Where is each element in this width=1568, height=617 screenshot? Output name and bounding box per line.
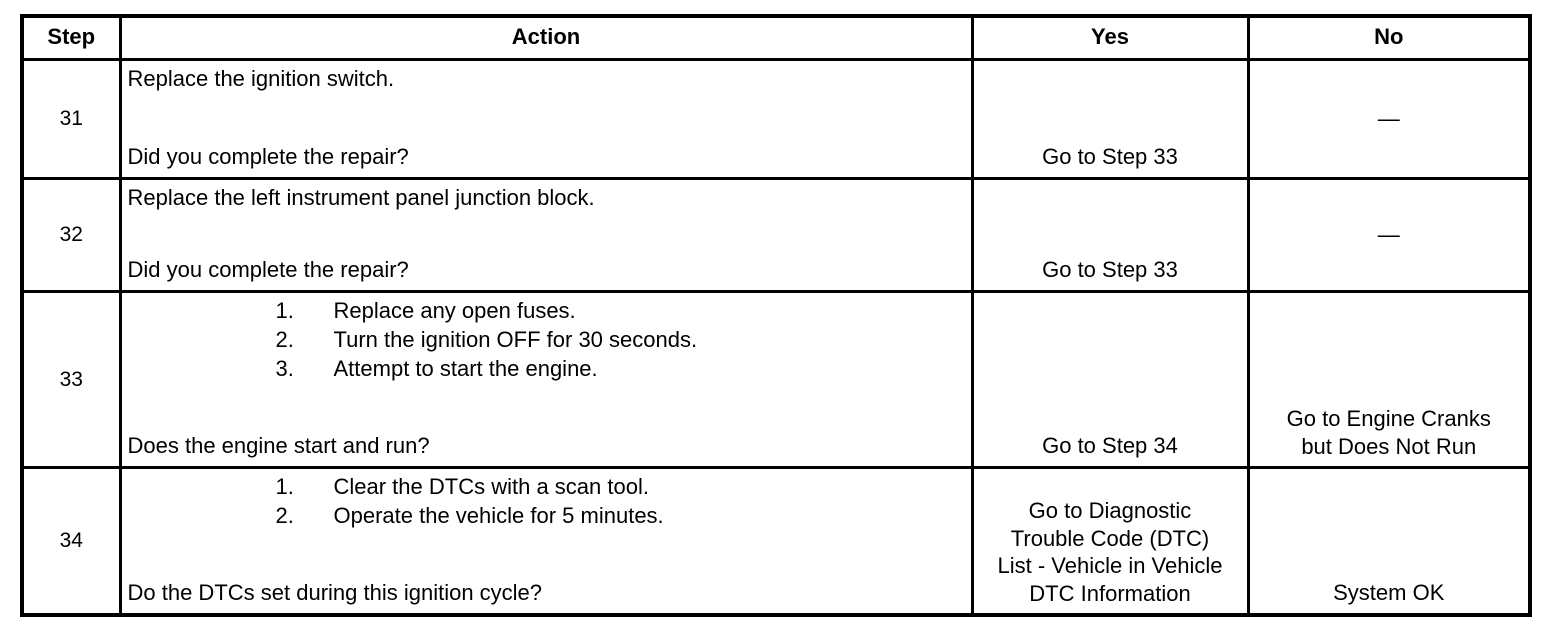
yes-result-line: List - Vehicle in Vehicle: [997, 553, 1223, 578]
action-step-list: 1. Replace any open fuses. 2. Turn the i…: [128, 298, 965, 384]
action-question-text: Did you complete the repair?: [127, 257, 409, 283]
yes-result-cell: Go to Diagnostic Trouble Code (DTC) List…: [970, 466, 1250, 617]
action-spacer: [128, 212, 965, 257]
document-page: Step Action Yes No 31 Replace the igniti…: [20, 14, 1532, 617]
action-lead-text: Replace the ignition switch.: [127, 66, 395, 91]
yes-result-line: DTC Information: [1029, 580, 1191, 606]
column-header-yes: Yes: [970, 14, 1250, 61]
action-spacer: [128, 384, 965, 433]
step-number: 34: [20, 466, 122, 617]
list-item: 1. Clear the DTCs with a scan tool.: [128, 474, 965, 501]
table-row: 33 1. Replace any open fuses. 2. Turn th…: [20, 290, 1532, 469]
yes-result-line: Go to Diagnostic: [1028, 498, 1192, 523]
list-item-text: Turn the ignition OFF for 30 seconds.: [333, 326, 698, 352]
diagnostic-table: Step Action Yes No 31 Replace the igniti…: [20, 14, 1532, 617]
action-spacer: [128, 93, 965, 144]
yes-result-cell: Go to Step 33: [970, 58, 1250, 180]
column-header-step: Step: [20, 14, 122, 61]
step-number: 32: [20, 177, 122, 293]
list-item-number: 2.: [275, 502, 294, 528]
table-row: 32 Replace the left instrument panel jun…: [20, 177, 1532, 293]
action-cell: 1. Clear the DTCs with a scan tool. 2. O…: [118, 466, 974, 617]
table-row: 34 1. Clear the DTCs with a scan tool. 2…: [20, 466, 1532, 617]
list-item-text: Attempt to start the engine.: [333, 355, 598, 381]
list-item: 3. Attempt to start the engine.: [128, 356, 965, 383]
no-result-cell: —: [1246, 177, 1532, 293]
list-item-number: 3.: [275, 355, 294, 381]
list-item-text: Replace any open fuses.: [333, 298, 576, 323]
action-question-text: Did you complete the repair?: [127, 144, 409, 170]
step-number: 31: [20, 58, 122, 180]
table-body: 31 Replace the ignition switch. Did you …: [20, 58, 1532, 617]
column-header-no: No: [1246, 14, 1532, 61]
list-item-number: 1.: [275, 474, 294, 499]
list-item-text: Clear the DTCs with a scan tool.: [333, 474, 649, 499]
action-cell: Replace the left instrument panel juncti…: [118, 177, 974, 293]
action-question-text: Do the DTCs set during this ignition cyc…: [127, 580, 543, 606]
list-item: 2. Operate the vehicle for 5 minutes.: [128, 503, 965, 530]
yes-result-cell: Go to Step 34: [970, 290, 1250, 469]
no-result-cell: Go to Engine Cranks but Does Not Run: [1246, 290, 1532, 469]
action-question-text: Does the engine start and run?: [127, 433, 430, 459]
no-result-line: but Does Not Run: [1301, 433, 1477, 459]
no-result-cell: —: [1246, 58, 1532, 180]
table-header-row: Step Action Yes No: [20, 14, 1532, 61]
no-result-line: Go to Engine Cranks: [1286, 406, 1491, 431]
table-header: Step Action Yes No: [20, 14, 1532, 61]
action-spacer: [128, 532, 965, 581]
list-item-number: 1.: [275, 298, 294, 323]
em-dash-icon: —: [1377, 105, 1400, 131]
column-header-action: Action: [118, 14, 974, 61]
action-lead-text: Replace the left instrument panel juncti…: [127, 185, 595, 210]
action-step-list: 1. Clear the DTCs with a scan tool. 2. O…: [128, 474, 965, 532]
list-item: 1. Replace any open fuses.: [128, 298, 965, 325]
action-cell: Replace the ignition switch. Did you com…: [118, 58, 974, 180]
action-cell: 1. Replace any open fuses. 2. Turn the i…: [118, 290, 974, 469]
list-item: 2. Turn the ignition OFF for 30 seconds.: [128, 327, 965, 354]
em-dash-icon: —: [1377, 221, 1400, 247]
list-item-number: 2.: [275, 326, 294, 352]
table-row: 31 Replace the ignition switch. Did you …: [20, 58, 1532, 180]
no-result-cell: System OK: [1246, 466, 1532, 617]
list-item-text: Operate the vehicle for 5 minutes.: [333, 502, 664, 528]
step-number: 33: [20, 290, 122, 469]
yes-result-cell: Go to Step 33: [970, 177, 1250, 293]
yes-result-line: Trouble Code (DTC): [1010, 525, 1210, 551]
